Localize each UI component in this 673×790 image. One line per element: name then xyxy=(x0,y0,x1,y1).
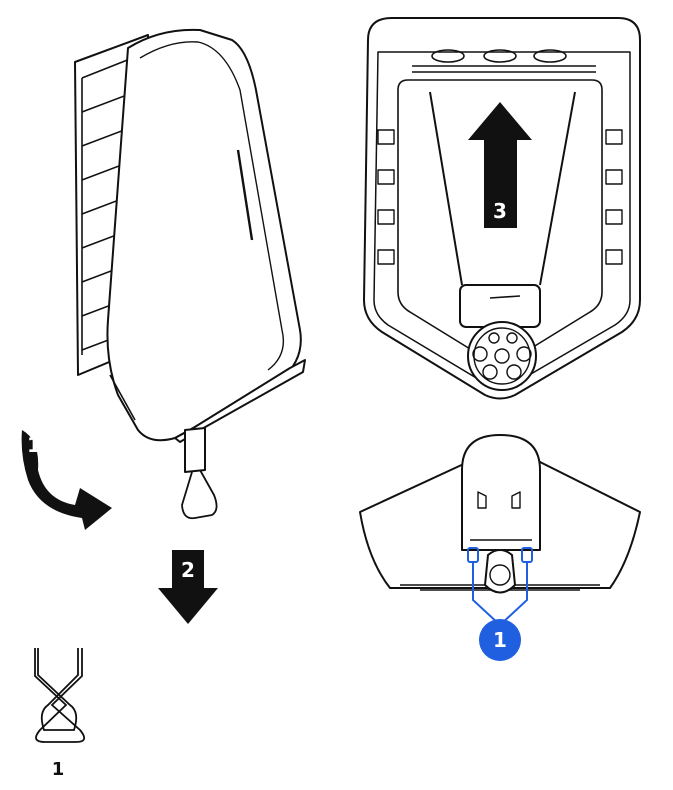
status-led-strip xyxy=(236,149,254,241)
charger-bottom-view xyxy=(359,434,641,594)
step1-rotate-arrow: 1 xyxy=(21,430,113,530)
step3-up-arrow: 3 xyxy=(468,102,532,228)
socket-housing xyxy=(459,284,541,328)
release-key-inserted xyxy=(184,427,206,473)
callout-lines xyxy=(467,547,533,626)
type2-socket xyxy=(467,321,537,391)
part-legend-number: 1 xyxy=(52,759,65,780)
socket-top-dome xyxy=(461,434,541,551)
release-key-part xyxy=(34,648,86,743)
cable-glands xyxy=(412,49,596,73)
step2-label: 2 xyxy=(181,558,195,582)
side-clips xyxy=(377,129,623,265)
step3-label: 3 xyxy=(493,199,507,223)
charger-side-view xyxy=(74,28,306,520)
inner-frame xyxy=(397,79,603,365)
bottom-bracket xyxy=(174,359,306,443)
cable-hook xyxy=(484,549,516,594)
step1-label: 1 xyxy=(27,433,41,457)
callout-badge: 1 xyxy=(479,619,521,661)
step2-down-arrow: 2 xyxy=(158,550,218,624)
socket-pins xyxy=(472,332,532,380)
callout-number: 1 xyxy=(493,628,507,652)
